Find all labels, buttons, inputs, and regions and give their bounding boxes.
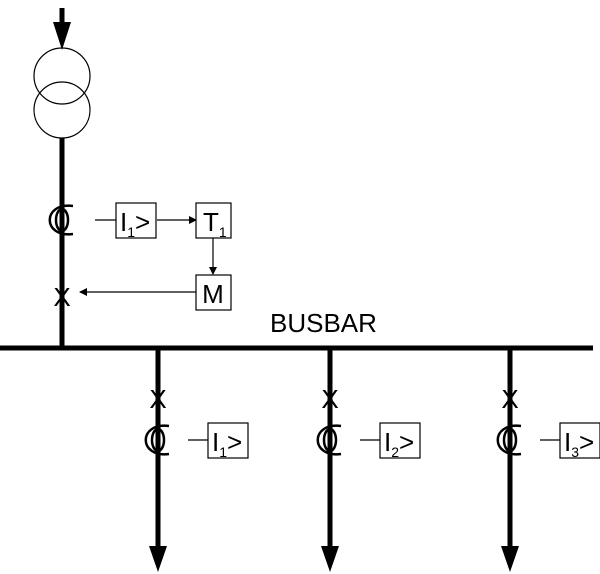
incomer-overcurrent-relay: I1>: [115, 202, 157, 240]
timer-relay: T1: [195, 202, 232, 240]
feeder-relay-index: 3: [571, 444, 579, 460]
feeder-overcurrent-relay: I2>: [379, 422, 421, 460]
feeder-relay-letter: I: [212, 427, 219, 457]
feeder-3: X I3>: [496, 348, 600, 572]
feeder-1: X I1>: [144, 348, 249, 572]
feeder-relay-letter: I: [384, 427, 391, 457]
svg-text:I1>: I1>: [120, 207, 150, 240]
timer-index: 1: [219, 224, 227, 240]
feeder-2: X I2>: [316, 348, 421, 572]
feeder-relay-letter: I: [564, 427, 571, 457]
feeder-overcurrent-relay: I1>: [207, 422, 249, 460]
feeder-breaker-icon: X: [321, 384, 338, 414]
feeder-current-transformer-icon: [316, 424, 342, 456]
feeder-relay-index: 1: [219, 444, 227, 460]
feeder-relay-symbol: >: [399, 427, 414, 457]
feeder-breaker-icon: X: [501, 384, 518, 414]
feeder-relay-symbol: >: [579, 427, 594, 457]
transformer-icon: [33, 47, 91, 139]
feeder-overcurrent-relay: I3>: [559, 422, 600, 460]
feeder-relay-index: 2: [391, 444, 399, 460]
feeders-group: XI1>XI2>XI3>: [144, 348, 600, 572]
feeder-outgoing-arrow-icon: [149, 546, 167, 572]
incomer-breaker-icon: X: [53, 282, 70, 312]
feeder-outgoing-arrow-icon: [321, 546, 339, 572]
svg-text:I3>: I3>: [564, 427, 594, 460]
timer-letter: T: [203, 207, 219, 237]
motor-label: M: [202, 279, 224, 309]
feeder-relay-symbol: >: [227, 427, 242, 457]
feeder-breaker-icon: X: [149, 384, 166, 414]
feeder-outgoing-arrow-icon: [501, 546, 519, 572]
incomer-relay-letter: I: [120, 207, 127, 237]
feeder-current-transformer-icon: [496, 424, 522, 456]
svg-text:T1: T1: [203, 207, 227, 240]
svg-text:I1>: I1>: [212, 427, 242, 460]
supply-arrow-icon: [53, 8, 71, 50]
incomer-relay-symbol: >: [135, 207, 150, 237]
motor-operator: M: [195, 274, 232, 311]
feeder-current-transformer-icon: [144, 424, 170, 456]
incomer-current-transformer-icon: [48, 204, 74, 236]
svg-text:I2>: I2>: [384, 427, 414, 460]
busbar-label: BUSBAR: [270, 308, 377, 338]
incomer-relay-index: 1: [127, 224, 135, 240]
